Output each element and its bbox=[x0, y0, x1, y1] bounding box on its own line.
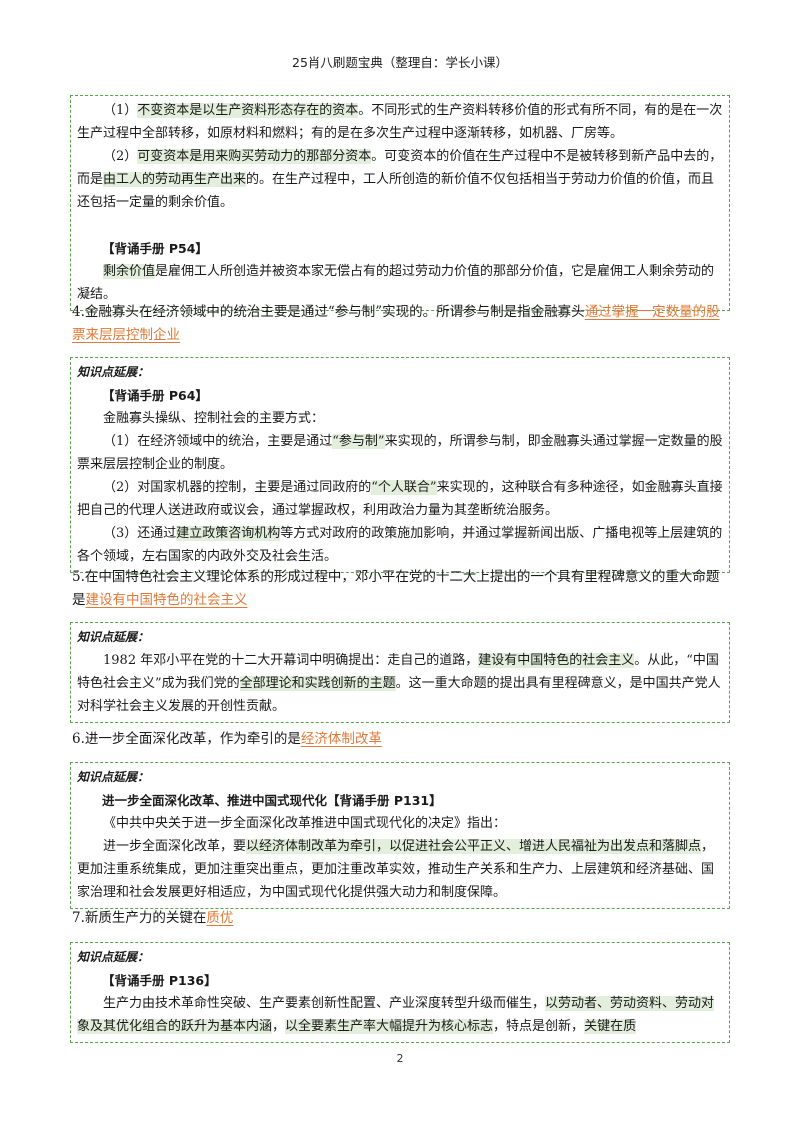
paragraph-deng: 1982 年邓小平在党的十二大开幕词中明确提出：走自己的道路，建设有中国特色的社… bbox=[77, 653, 721, 714]
extension-label: 知识点延展： bbox=[77, 365, 150, 379]
paragraph-variable-capital: （2）可变资本是用来购买劳动力的那部分资本。可变资本的价值在生产过程中不是被转移… bbox=[77, 149, 723, 210]
paragraph-constant-capital: （1）不变资本是以生产资料形态存在的资本。不同形式的生产资料转移价值的形式有所不… bbox=[77, 103, 723, 141]
extension-label: 知识点延展： bbox=[77, 950, 150, 964]
paragraph-policy: （3）还通过建立政策咨询机构等方式对政府的政策施加影响，并通过掌握新闻出版、广播… bbox=[77, 526, 723, 564]
reference-label: 【背诵手册 P136】 bbox=[102, 973, 217, 988]
paragraph-surplus-value: 剩余价值是雇佣工人所创造并被资本家无偿占有的超过劳动力价值的那部分价值，它是雇佣… bbox=[77, 264, 715, 302]
paragraph-intro: 《中共中央关于进一步全面深化改革推进中国式现代化的决定》指出： bbox=[103, 816, 507, 831]
paragraph-productivity: 生产力由技术革命性突破、生产要素创新性配置、产业深度转型升级而催生，以劳动者、劳… bbox=[77, 996, 715, 1034]
page-number: 2 bbox=[396, 1052, 404, 1065]
knowledge-box-capital: （1）不变资本是以生产资料形态存在的资本。不同形式的生产资料转移价值的形式有所不… bbox=[70, 95, 730, 311]
extension-label: 知识点延展： bbox=[77, 770, 150, 784]
answer-5: 建设有中国特色的社会主义 bbox=[85, 592, 248, 608]
reference-label: 【背诵手册 P64】 bbox=[102, 388, 208, 403]
paragraph-personal-union: （2）对国家机器的控制，主要是通过同政府的“个人联合”来实现的，这种联合有多种途… bbox=[77, 480, 723, 518]
page-header: 25肖八刷题宝典（整理自：学长小课） bbox=[292, 55, 508, 70]
knowledge-box-reform: 知识点延展： 进一步全面深化改革、推进中国式现代化【背诵手册 P131】 《中共… bbox=[70, 762, 730, 909]
knowledge-box-financial-oligarchy: 知识点延展： 【背诵手册 P64】 金融寡头操纵、控制社会的主要方式： （1）在… bbox=[70, 357, 730, 573]
answer-6: 经济体制改革 bbox=[300, 731, 382, 747]
reference-label: 【背诵手册 P54】 bbox=[102, 241, 208, 256]
question-7: 7.新质生产力的关键在质优 bbox=[72, 910, 234, 926]
paragraph-participation: （1）在经济领域中的统治，主要是通过“参与制”来实现的，所谓参与制，即金融寡头通… bbox=[77, 434, 723, 472]
question-5: 5.在中国特色社会主义理论体系的形成过程中，邓小平在党的十二大上提出的一个具有里… bbox=[72, 569, 720, 608]
knowledge-box-productivity: 知识点延展： 【背诵手册 P136】 生产力由技术革命性突破、生产要素创新性配置… bbox=[70, 942, 730, 1043]
knowledge-box-socialism: 知识点延展： 1982 年邓小平在党的十二大开幕词中明确提出：走自己的道路，建设… bbox=[70, 622, 730, 723]
question-4: 4.金融寡头在经济领域中的统治主要是通过“参与制”实现的。所谓参与制是指金融寡头… bbox=[72, 304, 720, 343]
answer-7: 质优 bbox=[206, 910, 234, 926]
answer-4: 通过掌握一定数量的股票来层层控制企业 bbox=[72, 304, 720, 343]
extension-label: 知识点延展： bbox=[77, 630, 150, 644]
paragraph-intro: 金融寡头操纵、控制社会的主要方式： bbox=[103, 411, 325, 426]
paragraph-reform: 进一步全面深化改革，要以经济体制改革为牵引，以促进社会公平正义、增进人民福祉为出… bbox=[77, 839, 715, 900]
question-6: 6.进一步全面深化改革，作为牵引的是经济体制改革 bbox=[72, 731, 382, 747]
box-title: 进一步全面深化改革、推进中国式现代化【背诵手册 P131】 bbox=[102, 793, 442, 808]
